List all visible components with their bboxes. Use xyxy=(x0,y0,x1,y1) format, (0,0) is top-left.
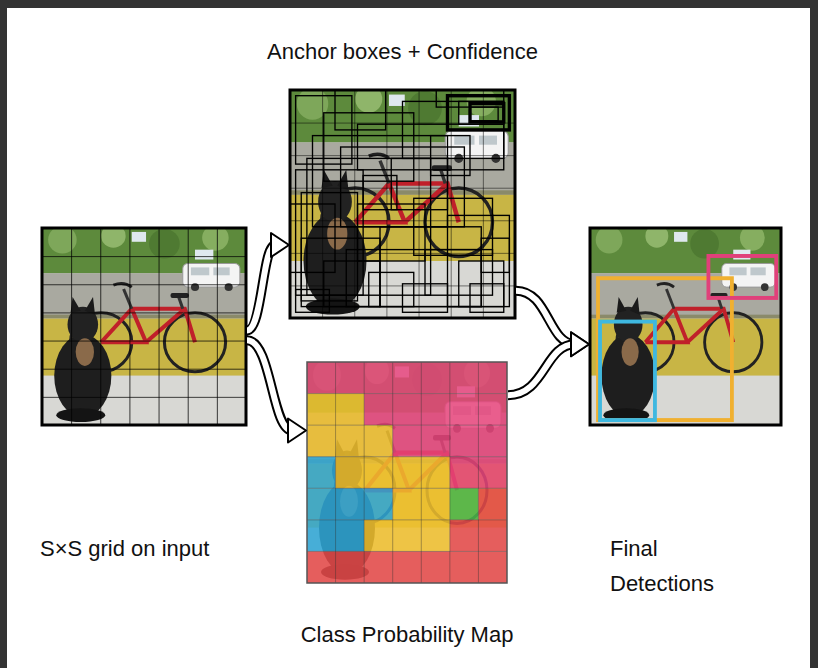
arrow-body xyxy=(516,291,575,345)
illustration-part xyxy=(600,322,655,421)
grid-image xyxy=(42,224,246,425)
caption-holder: Class Probability Map xyxy=(301,617,514,652)
arrow-head xyxy=(271,233,289,257)
illustration-part xyxy=(369,272,414,306)
illustration-part xyxy=(448,215,510,306)
illustration-part xyxy=(42,228,246,425)
illustration-part xyxy=(307,158,431,295)
illustration-part xyxy=(346,250,481,307)
illustration-part xyxy=(470,284,504,313)
caption-holder: Final Detections xyxy=(610,531,740,601)
panel-caption: Final Detections xyxy=(610,531,740,601)
illustration-part xyxy=(301,193,357,301)
anchor-boxes-panel: Anchor boxes + Confidence xyxy=(290,90,515,318)
flow-arrow xyxy=(247,233,289,330)
illustration-part xyxy=(296,290,330,313)
arrow-outline xyxy=(247,340,292,430)
flow-arrow xyxy=(247,340,306,442)
arrow-outline xyxy=(516,291,575,345)
illustration-part xyxy=(391,158,447,209)
illustration-part xyxy=(335,90,386,130)
arrow-head xyxy=(571,332,589,356)
panel-caption: Class Probability Map xyxy=(301,617,514,652)
illustration-part xyxy=(481,238,509,272)
flow-arrow xyxy=(516,291,589,357)
arrow-outline xyxy=(508,344,575,395)
arrow-head xyxy=(571,332,589,356)
illustration-part xyxy=(431,136,470,176)
illustration-part xyxy=(470,104,504,122)
illustration-part xyxy=(313,136,448,227)
illustration-part xyxy=(307,362,507,583)
illustration-part xyxy=(358,204,426,261)
illustration-part xyxy=(448,96,510,130)
illustration-part xyxy=(324,261,380,307)
illustration-part xyxy=(290,90,515,318)
illustration-part xyxy=(307,362,507,583)
illustration-part xyxy=(403,284,448,313)
panel-caption: S×S grid on input xyxy=(40,531,209,566)
illustration-part xyxy=(42,224,246,425)
arrow-body xyxy=(247,340,292,430)
arrow-head xyxy=(288,419,306,443)
illustration-part xyxy=(42,228,246,425)
illustration-part xyxy=(459,101,504,124)
illustration-part xyxy=(296,170,364,295)
illustration-part xyxy=(290,85,515,318)
grid-input-panel: S×S grid on input xyxy=(42,228,246,425)
caption-holder: S×S grid on input xyxy=(40,531,209,566)
illustration-part xyxy=(598,256,776,420)
caption-holder: Anchor boxes + Confidence xyxy=(267,34,538,69)
illustration-part xyxy=(307,362,507,583)
class-map-panel: Class Probability Map xyxy=(307,362,507,583)
illustration-part xyxy=(448,96,510,130)
illustration-part xyxy=(290,90,509,312)
panel-caption: Anchor boxes + Confidence xyxy=(267,34,538,69)
flow-arrow xyxy=(508,332,589,395)
illustration-part xyxy=(290,90,515,318)
arrow-body xyxy=(508,344,575,395)
illustration-part xyxy=(708,256,776,298)
illustration-part xyxy=(290,90,509,312)
illustration-part xyxy=(590,224,781,425)
illustration-part xyxy=(590,228,781,425)
illustration-part xyxy=(363,176,397,210)
final-detections-panel: Final Detections xyxy=(590,228,781,425)
anchor-image xyxy=(290,85,515,318)
illustration-part xyxy=(470,107,498,121)
class-map-image xyxy=(307,358,507,583)
final-image xyxy=(590,224,781,425)
illustration-part xyxy=(307,358,507,583)
